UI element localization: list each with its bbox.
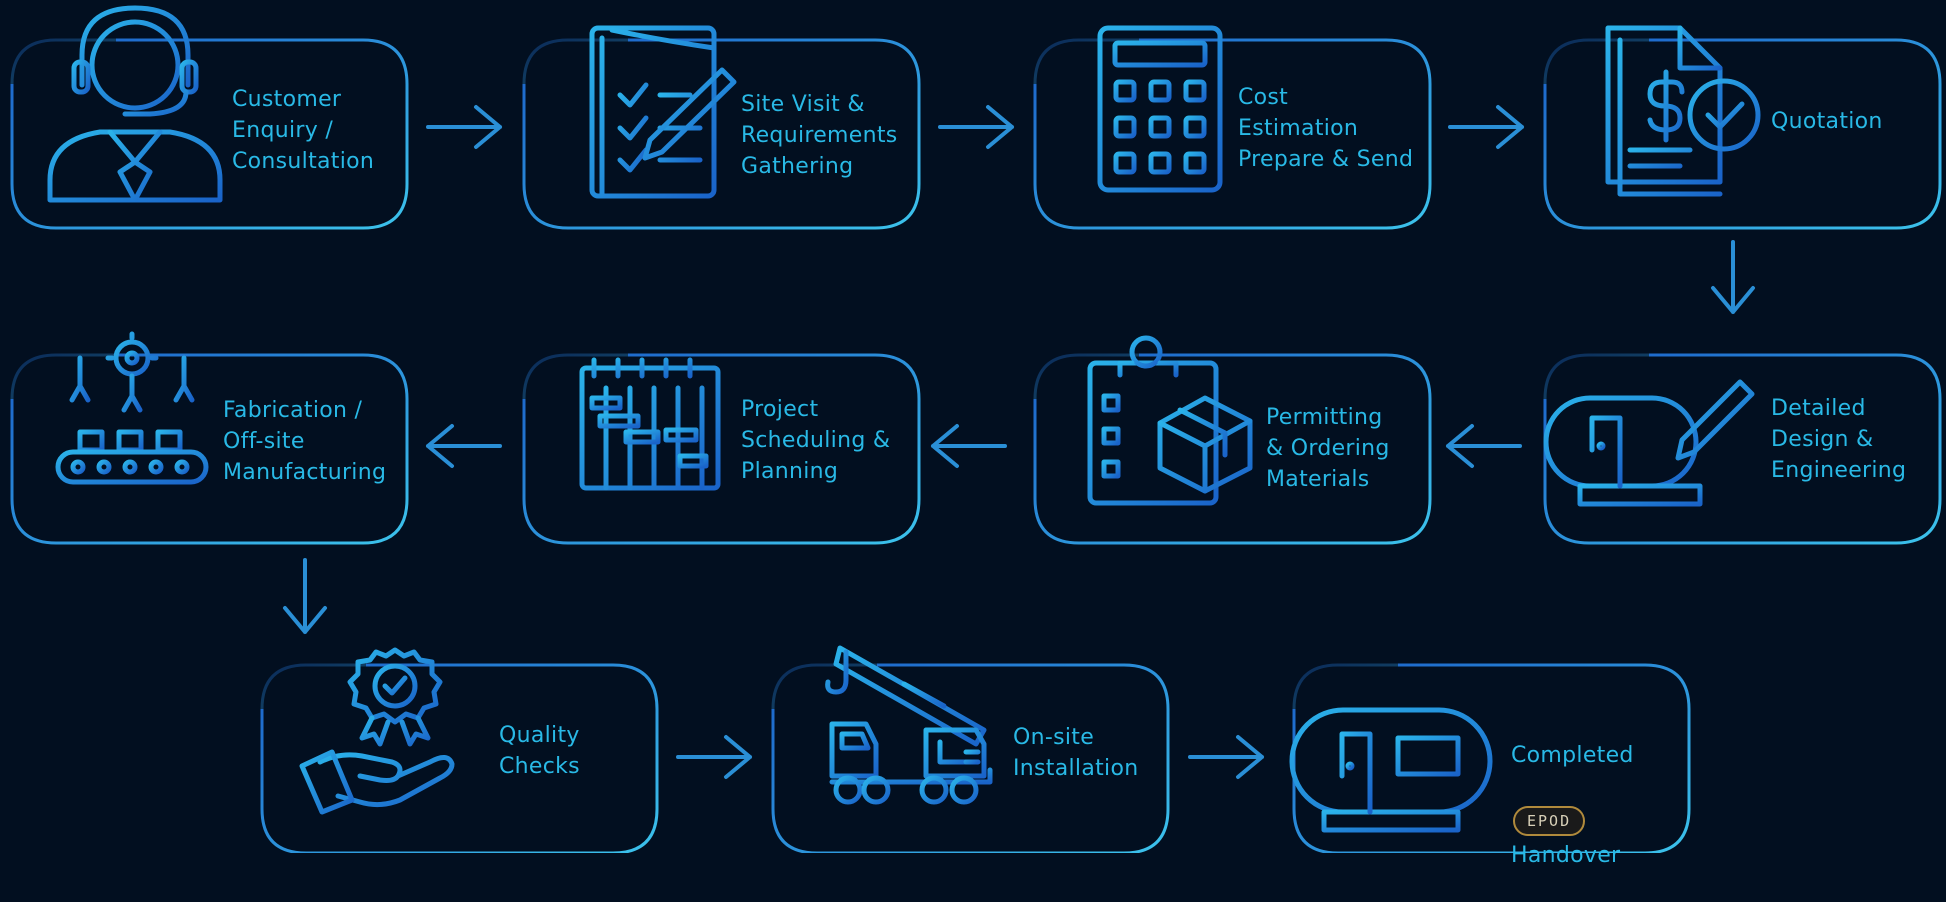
flow-graphics (10, 5, 1942, 853)
step-box-6-fade-edge (1033, 353, 1139, 400)
step-box-7-fade-edge (522, 353, 628, 400)
step-box-8-fade-edge (10, 353, 116, 400)
arrow-7-to-8 (426, 424, 502, 468)
step-box-5 (1543, 353, 1942, 545)
step-box-8 (10, 353, 409, 545)
step-box-11 (1292, 663, 1691, 853)
step-box-1-fade-edge (10, 38, 116, 85)
gantt-calendar-icon (579, 357, 721, 491)
pod-design-pencil-icon (1543, 379, 1755, 507)
step-label-site-visit: Site Visit & Requirements Gathering (741, 92, 898, 179)
arrow-8-to-9 (283, 558, 327, 634)
arrow-10-to-11 (1188, 735, 1264, 779)
step-box-5-fade-edge (1543, 353, 1649, 400)
step-label-cost-estimation: Cost Estimation Prepare & Send (1238, 85, 1414, 172)
step-box-9 (260, 663, 659, 853)
step-label-quotation: Quotation (1771, 109, 1883, 134)
step-label-quality-checks: Quality Checks (499, 723, 580, 779)
step-box-2 (522, 38, 921, 230)
step-label-onsite-installation: On-site Installation (1013, 725, 1139, 781)
step-label-permitting: Permitting & Ordering Materials (1266, 405, 1390, 492)
arrow-5-to-6 (1446, 424, 1522, 468)
step-box-10 (771, 663, 1170, 853)
step-box-4-fade-edge (1543, 38, 1649, 85)
process-flow-diagram: Customer Enquiry / Consultation Site Vis… (10, 5, 1942, 868)
step-box-9-fade-edge (260, 663, 366, 710)
conveyor-robot-arms-icon (55, 331, 209, 485)
invoice-document-check-icon (1605, 25, 1761, 197)
pod-house-icon (1289, 707, 1493, 833)
hand-award-badge-icon (299, 647, 455, 815)
step-box-3 (1033, 38, 1432, 230)
clipboard-box-icon (1087, 335, 1253, 506)
step-label-project-scheduling: Project Scheduling & Planning (741, 397, 891, 484)
step-box-3-fade-edge (1033, 38, 1139, 85)
step-label-customer-enquiry: Customer Enquiry / Consultation (232, 87, 375, 174)
arrow-1-to-2 (426, 105, 502, 149)
arrow-2-to-3 (938, 105, 1014, 149)
epod-logo: EPOD (1513, 806, 1586, 836)
step-box-11-fade-edge (1292, 663, 1398, 710)
handover-text: Handover (1511, 843, 1621, 868)
arrow-9-to-10 (676, 735, 752, 779)
step-box-2-fade-edge (522, 38, 628, 85)
step-box-7 (522, 353, 921, 545)
crane-truck-icon (825, 645, 993, 805)
step-label-fabrication: Fabrication / Off-site Manufacturing (223, 398, 387, 485)
arrow-4-to-5 (1711, 240, 1755, 314)
step-box-6 (1033, 353, 1432, 545)
step-box-10-fade-edge (771, 663, 877, 710)
calculator-icon (1097, 25, 1223, 193)
step-label-completed-handover: Completed EPOD Handover (1511, 709, 1634, 902)
completed-text: Completed (1511, 743, 1634, 768)
arrow-6-to-7 (931, 424, 1007, 468)
arrow-3-to-4 (1448, 105, 1524, 149)
step-label-detailed-design: Detailed Design & Engineering (1771, 396, 1907, 483)
customer-support-headset-icon (47, 5, 223, 203)
step-box-1 (10, 38, 409, 230)
checklist-clipboard-icon (589, 25, 737, 199)
step-box-4 (1543, 38, 1942, 230)
